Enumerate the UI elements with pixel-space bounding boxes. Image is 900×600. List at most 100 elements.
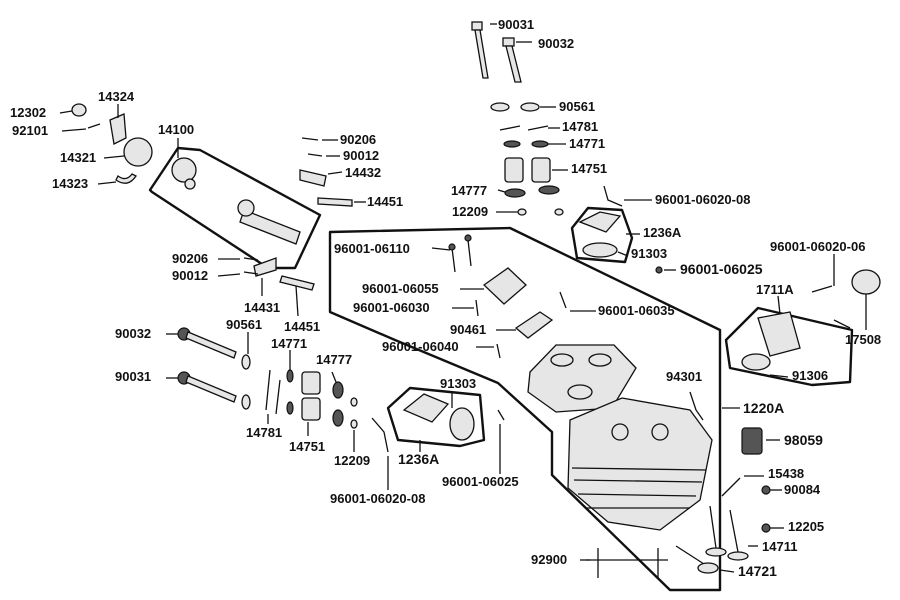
retainer-14771-left-a bbox=[286, 369, 294, 383]
part-label-12209-top: 12209 bbox=[452, 204, 489, 219]
bolt-96001-06020-08-top bbox=[603, 185, 623, 207]
bolt-90031-left bbox=[177, 371, 237, 403]
clamp-17508 bbox=[851, 269, 881, 295]
part-label-94301: 94301 bbox=[666, 369, 703, 384]
part-label-17508: 17508 bbox=[845, 332, 882, 347]
bolt-96001-06020-06-b bbox=[833, 319, 851, 329]
bolt-90031-top bbox=[471, 21, 489, 79]
part-label-98059: 98059 bbox=[784, 432, 823, 448]
part-label-14451-mid: 14451 bbox=[284, 319, 321, 334]
guide-14323 bbox=[115, 173, 137, 184]
part-label-91306: 91306 bbox=[792, 368, 829, 383]
part-label-1220A: 1220A bbox=[743, 400, 785, 416]
part-label-96001-06055: 96001-06055 bbox=[362, 281, 439, 296]
retainer-14771-a bbox=[503, 140, 521, 148]
part-label-12302: 12302 bbox=[10, 105, 47, 120]
bolt-90032-left bbox=[177, 327, 237, 359]
bolt-96001-06025-top bbox=[655, 266, 663, 274]
part-label-15438: 15438 bbox=[768, 466, 805, 481]
seat-14777-left-a bbox=[332, 381, 344, 399]
washer-90561-b bbox=[520, 102, 540, 112]
seat-14777-b bbox=[538, 185, 560, 195]
part-label-14323: 14323 bbox=[52, 176, 89, 191]
part-label-12209-left: 12209 bbox=[334, 453, 371, 468]
part-label-90012-top: 90012 bbox=[343, 148, 380, 163]
camshaft-14100 bbox=[171, 157, 301, 245]
part-label-96001-06030: 96001-06030 bbox=[353, 300, 430, 315]
part-label-90561-top: 90561 bbox=[559, 99, 596, 114]
part-label-14100: 14100 bbox=[158, 122, 195, 137]
cover-1236A-top bbox=[578, 211, 622, 258]
part-label-90031-top: 90031 bbox=[498, 17, 535, 32]
part-label-90561-left: 90561 bbox=[226, 317, 263, 332]
part-label-14771-left: 14771 bbox=[271, 336, 308, 351]
bolt-96001-06020-08-left bbox=[371, 417, 389, 453]
gasket-96001-06055 bbox=[482, 267, 527, 305]
part-label-96001-06020-06: 96001-06020-06 bbox=[770, 239, 866, 254]
part-label-14432: 14432 bbox=[345, 165, 382, 180]
part-label-92101: 92101 bbox=[12, 123, 49, 138]
part-label-91303-top: 91303 bbox=[631, 246, 668, 261]
washer-90561-a bbox=[490, 102, 510, 112]
part-label-96001-06020-08-top: 96001-06020-08 bbox=[655, 192, 751, 207]
leader-lines bbox=[59, 23, 867, 573]
part-label-14711: 14711 bbox=[762, 539, 798, 554]
part-label-96001-06110: 96001-06110 bbox=[334, 241, 410, 256]
spring-14751-left bbox=[301, 371, 321, 421]
sprocket-14321 bbox=[123, 137, 153, 167]
part-label-96001-06035: 96001-06035 bbox=[598, 303, 675, 318]
cover-1236A-left-frame bbox=[386, 386, 486, 448]
clip-14781-left bbox=[265, 369, 281, 415]
part-label-1236A-top: 1236A bbox=[643, 225, 682, 240]
seal-12209-b bbox=[554, 208, 564, 216]
rocker-14431 bbox=[253, 257, 277, 277]
part-label-14781-left: 14781 bbox=[246, 425, 283, 440]
part-label-14321: 14321 bbox=[60, 150, 97, 165]
part-label-14777-left: 14777 bbox=[316, 352, 353, 367]
part-label-96001-06020-08-left: 96001-06020-08 bbox=[330, 491, 426, 506]
seal-12209-a bbox=[517, 208, 527, 216]
nut-90084 bbox=[761, 485, 771, 495]
part-label-96001-06025-left: 96001-06025 bbox=[442, 474, 519, 489]
plug-98059 bbox=[741, 427, 763, 455]
bolt-15438 bbox=[721, 477, 741, 497]
bolt-90032-top bbox=[502, 37, 522, 83]
seat-14777-left-b bbox=[332, 409, 344, 427]
part-label-90032-top: 90032 bbox=[538, 36, 575, 51]
rocker-14432 bbox=[299, 169, 327, 187]
part-label-90012-mid: 90012 bbox=[172, 268, 209, 283]
washer-90012-mid bbox=[243, 271, 259, 275]
spring-14751-top bbox=[504, 157, 551, 183]
intake-1711A-frame bbox=[724, 306, 854, 387]
washer-90561-left-a bbox=[241, 354, 251, 370]
part-label-14324: 14324 bbox=[98, 89, 135, 104]
seal-12209-left-b bbox=[350, 419, 358, 429]
part-label-90206-mid: 90206 bbox=[172, 251, 209, 266]
pin-94301 bbox=[689, 391, 704, 421]
part-label-92900: 92900 bbox=[531, 552, 568, 567]
bolt-96001-06025-left bbox=[497, 409, 505, 421]
part-label-14451-top: 14451 bbox=[367, 194, 404, 209]
cylinder-head-1220A bbox=[567, 397, 713, 531]
part-label-14751-left: 14751 bbox=[289, 439, 326, 454]
part-label-14751-top: 14751 bbox=[571, 161, 608, 176]
part-label-90032-left: 90032 bbox=[115, 326, 152, 341]
valve-14711 bbox=[705, 505, 749, 561]
cylinder-head-group-frame bbox=[328, 226, 722, 592]
part-label-1711A: 1711A bbox=[756, 282, 794, 297]
cover-1236A-left bbox=[402, 393, 475, 441]
bolt-96001-06030 bbox=[475, 299, 479, 317]
bolt-96001-06040 bbox=[496, 343, 501, 359]
seal-12205 bbox=[761, 523, 771, 533]
part-label-14781-top: 14781 bbox=[562, 119, 599, 134]
part-label-96001-06040: 96001-06040 bbox=[382, 339, 459, 354]
bolt-96001-06020-06-a bbox=[811, 285, 833, 293]
shaft-14451-top bbox=[317, 197, 353, 207]
washer-90012-top bbox=[307, 153, 323, 157]
part-label-90461: 90461 bbox=[450, 322, 487, 337]
seal-12302 bbox=[71, 103, 87, 117]
part-label-14431: 14431 bbox=[244, 300, 281, 315]
retainer-14771-b bbox=[531, 140, 549, 148]
